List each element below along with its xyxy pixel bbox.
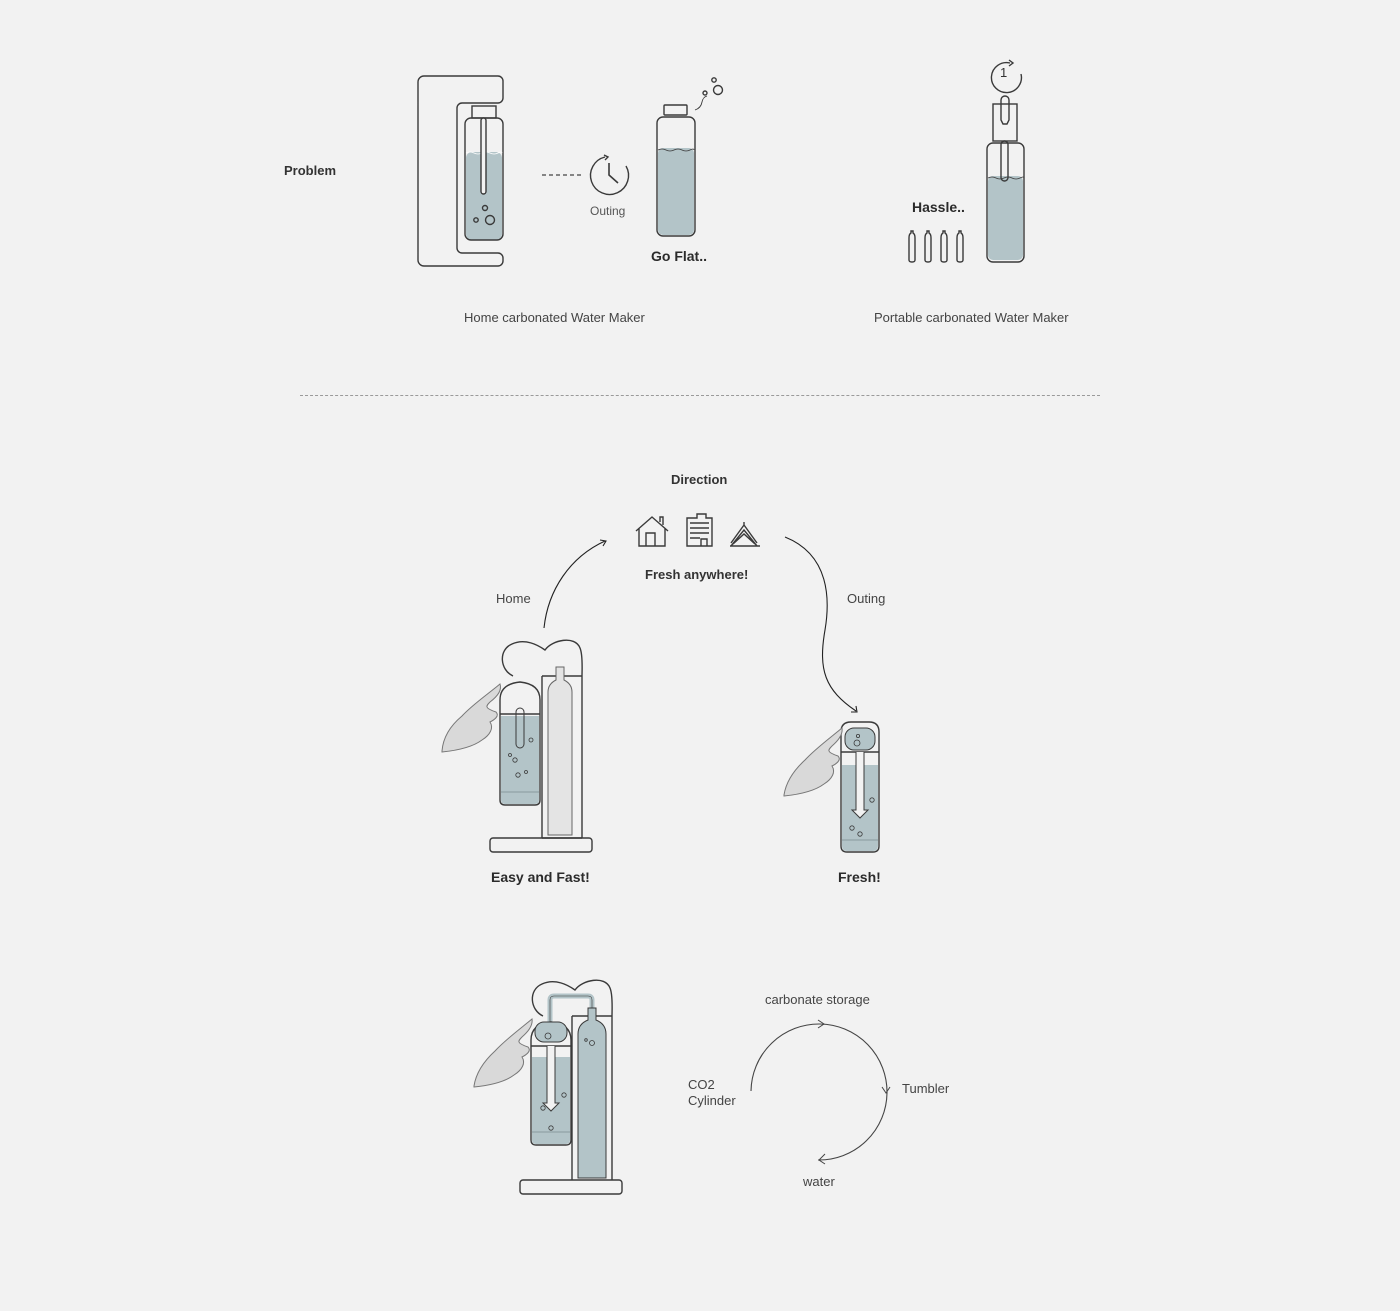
fresh-label: Fresh! — [838, 869, 881, 885]
direction-heading: Direction — [671, 472, 728, 487]
fresh-anywhere-label: Fresh anywhere! — [645, 567, 749, 582]
cycle-water: water — [803, 1174, 835, 1189]
flat-bottle-illustration — [656, 77, 724, 237]
home-maker-caption: Home carbonated Water Maker — [464, 310, 645, 325]
go-flat-label: Go Flat.. — [651, 248, 707, 264]
home-carbonator-illustration — [417, 75, 504, 267]
easy-fast-label: Easy and Fast! — [491, 869, 590, 885]
outing-path-label: Outing — [847, 591, 886, 606]
cycle-carbonate-storage: carbonate storage — [765, 992, 870, 1007]
cycle-co2-line2: Cylinder — [688, 1093, 736, 1108]
problem-heading: Problem — [284, 163, 337, 178]
outing-label-problem: Outing — [590, 204, 626, 218]
clock-icon — [542, 154, 630, 196]
home-path-label: Home — [496, 591, 531, 606]
cycle-co2-line1: CO2 — [688, 1077, 715, 1092]
cycle-co2-cylinder: CO2 Cylinder — [688, 1077, 736, 1109]
portable-carbonator-illustration — [908, 59, 1025, 263]
portable-maker-caption: Portable carbonated Water Maker — [874, 310, 1069, 325]
section-divider — [300, 395, 1100, 396]
cycle-tumbler: Tumbler — [902, 1081, 950, 1096]
hassle-label: Hassle.. — [912, 199, 965, 215]
rotation-count: 1 — [1000, 65, 1008, 80]
